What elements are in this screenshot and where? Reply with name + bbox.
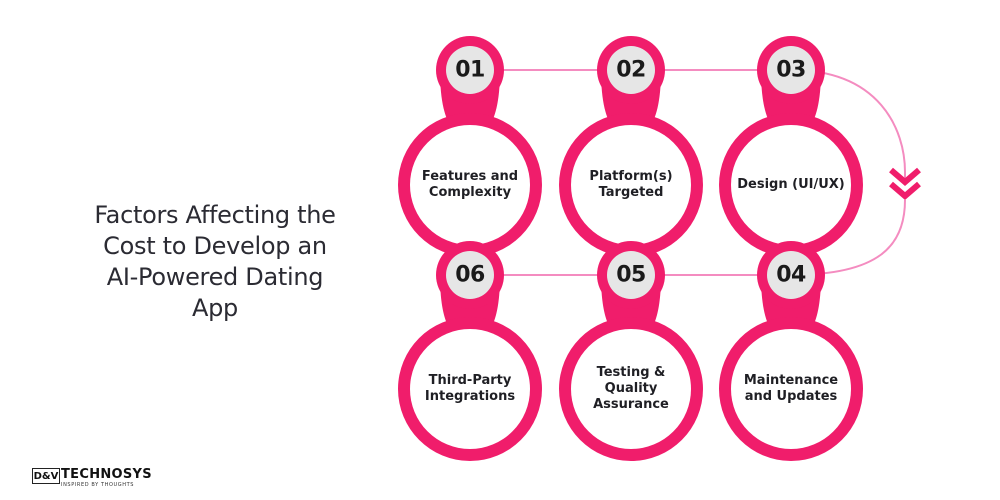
step-label-line: Design (UI/UX) [737,177,845,192]
title-line-2: Cost to Develop an [103,232,327,260]
step-label-line: Integrations [424,389,516,404]
company-logo: D&V TECHNOSYS INSPIRED BY THOUGHTS [32,466,152,490]
chevron-1 [889,167,921,186]
number-disc [446,251,494,299]
number-disc [446,46,494,94]
inner-disc [731,329,851,449]
title-line-4: App [192,294,238,322]
title-line-1: Factors Affecting the [94,201,336,229]
step-label-line: and Updates [744,389,838,404]
number-disc [767,46,815,94]
step-label-line: Complexity [428,185,512,200]
step-node-05 [559,241,703,461]
step-label-line: Targeted [598,185,664,200]
step-node-04 [719,241,863,461]
number-disc [767,251,815,299]
step-nodes [398,36,863,461]
step-node-01 [398,36,542,257]
step-label-line: Testing & [596,365,666,380]
step-node-03 [719,36,863,257]
diagram-title: Factors Affecting the Cost to Develop an… [70,200,360,324]
step-label-line: Maintenance [743,373,839,388]
step-label-line: Assurance [593,397,669,412]
inner-disc [410,329,530,449]
inner-disc [571,329,691,449]
step-label-03: Design (UI/UX) [716,177,866,193]
step-number-02: 02 [616,57,646,83]
step-label-line: Third-Party [428,373,512,388]
step-node-02 [559,36,703,257]
logo-mark: D&V [32,468,60,484]
logo-tagline: INSPIRED BY THOUGHTS [61,482,135,488]
step-number-06: 06 [455,262,485,288]
inner-disc [571,125,691,245]
step-label-02: Platform(s)Targeted [556,169,706,201]
number-disc [607,46,655,94]
step-number-01: 01 [455,57,485,83]
chevron-2 [889,181,921,200]
inner-disc [731,125,851,245]
double-chevron-down-icon [889,167,921,200]
step-number-05: 05 [616,262,646,288]
step-label-line: Quality [604,381,658,396]
step-label-line: Features and [421,169,519,184]
step-number-03: 03 [776,57,806,83]
step-node-06 [398,241,542,461]
logo-name: TECHNOSYS [61,467,152,482]
number-disc [607,251,655,299]
step-label-line: Platform(s) [589,169,673,184]
step-number-04: 04 [776,262,806,288]
title-line-3: AI-Powered Dating [106,263,324,291]
inner-disc [410,125,530,245]
